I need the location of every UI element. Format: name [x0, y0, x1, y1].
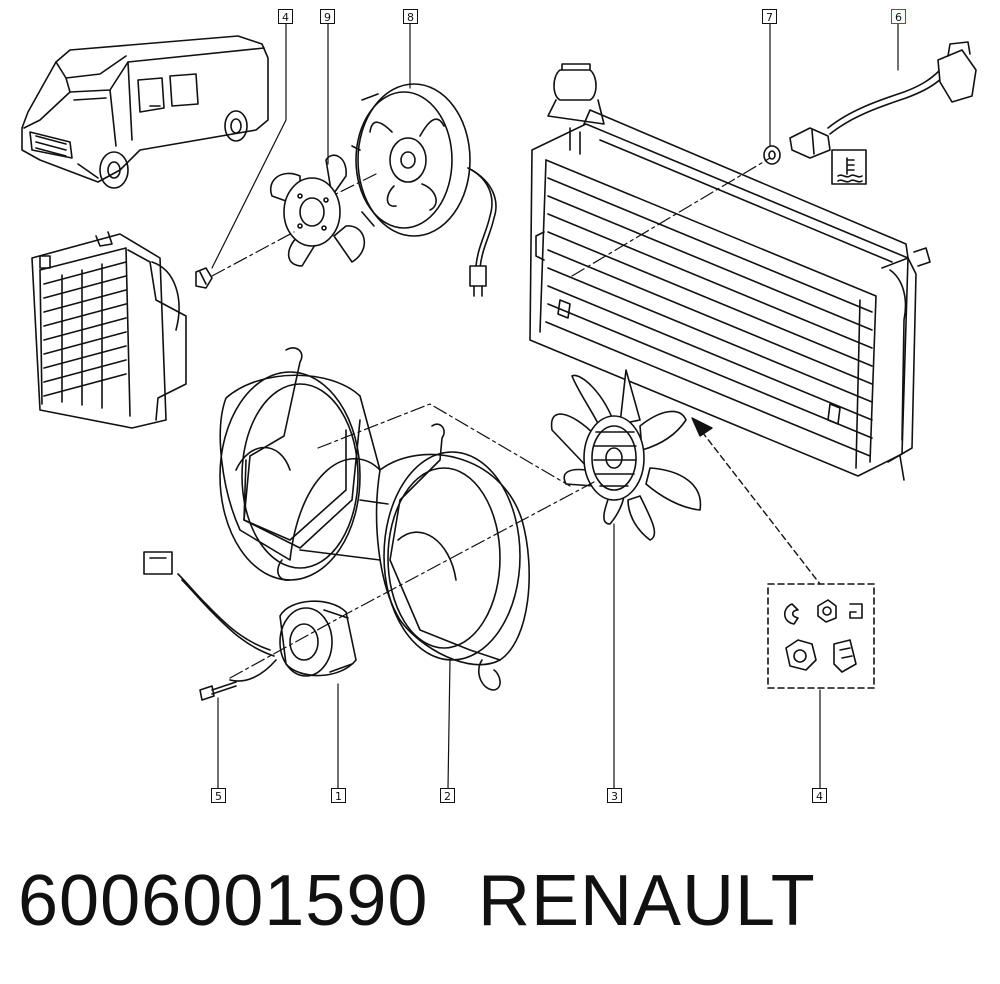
- fan-blade-icon: [269, 154, 366, 267]
- callout-8: 8: [403, 9, 418, 24]
- callout-6-highlighted: 6: [891, 9, 906, 24]
- fan-shroud-icon: [219, 347, 530, 691]
- callout-7: 7: [762, 9, 777, 24]
- assembly-lines: [211, 157, 771, 679]
- radiator-illustration: [529, 63, 931, 481]
- van-illustration: [21, 35, 269, 189]
- fan-motor-icon: [351, 83, 497, 297]
- callout-4-top: 4: [278, 9, 293, 24]
- callout-4-bottom: 4: [812, 788, 827, 803]
- callout-1: 1: [331, 788, 346, 803]
- coolant-temperature-symbol-icon: [831, 149, 867, 185]
- large-fan-blade-icon: [550, 369, 702, 541]
- callout-5: 5: [211, 788, 226, 803]
- temperature-switch-icon: [763, 41, 977, 165]
- callout-3: 3: [607, 788, 622, 803]
- callout-9: 9: [320, 9, 335, 24]
- callout-2: 2: [440, 788, 455, 803]
- brand-name: RENAULT: [478, 861, 816, 941]
- fixing-arrow: [691, 417, 821, 585]
- fixings-kit-icon: [767, 583, 875, 689]
- exploded-parts-diagram: [21, 23, 977, 789]
- screw-icon: [199, 681, 237, 701]
- part-number: 6006001590: [18, 861, 429, 941]
- clip-icon: [195, 267, 213, 289]
- fan-motor-unit-icon: [143, 551, 357, 682]
- small-radiator-illustration: [31, 231, 187, 429]
- leader-lines: [211, 23, 899, 789]
